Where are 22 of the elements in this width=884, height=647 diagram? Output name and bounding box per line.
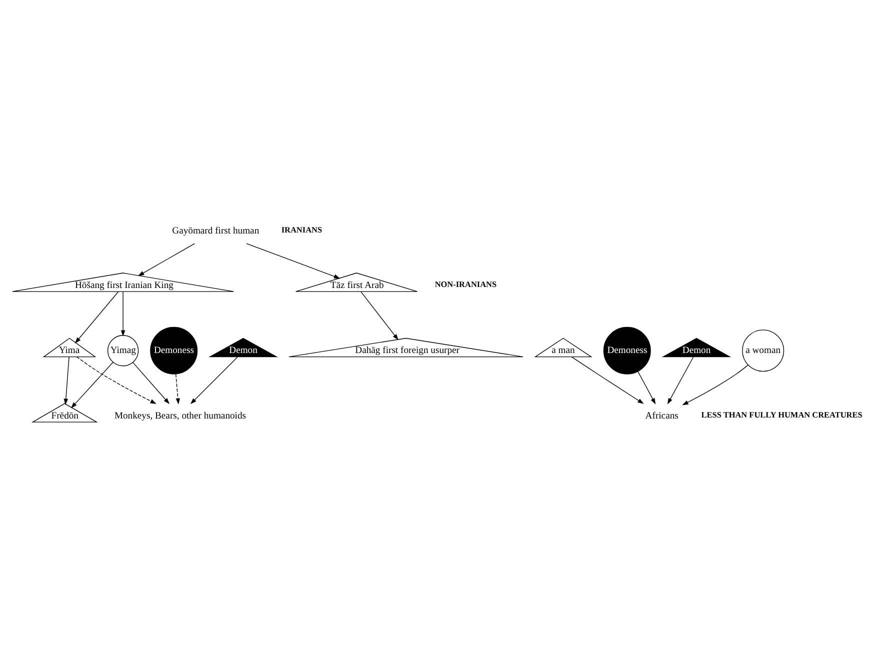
arrow [571, 356, 644, 404]
arrow [682, 364, 748, 406]
arrow [667, 356, 694, 404]
arrow [138, 243, 195, 276]
arrow [120, 291, 126, 336]
arrow [175, 374, 180, 405]
arrow [190, 356, 238, 404]
arrow [64, 356, 70, 405]
arrow [360, 291, 398, 340]
arrow [638, 371, 656, 404]
node-circle: Yimag [107, 335, 139, 366]
node-circle: Demoness [150, 326, 198, 374]
arrow [246, 243, 340, 279]
arrow [70, 362, 114, 408]
node-circle: a woman [742, 330, 784, 372]
arrow [74, 291, 119, 344]
node-text: Monkeys, Bears, other humanoids [114, 410, 246, 422]
arrow [76, 356, 156, 404]
arrow [132, 362, 170, 404]
node-text: Gayōmard first human [172, 226, 260, 237]
node-circle: Demoness [603, 326, 651, 374]
node-text: Africans [645, 410, 678, 422]
